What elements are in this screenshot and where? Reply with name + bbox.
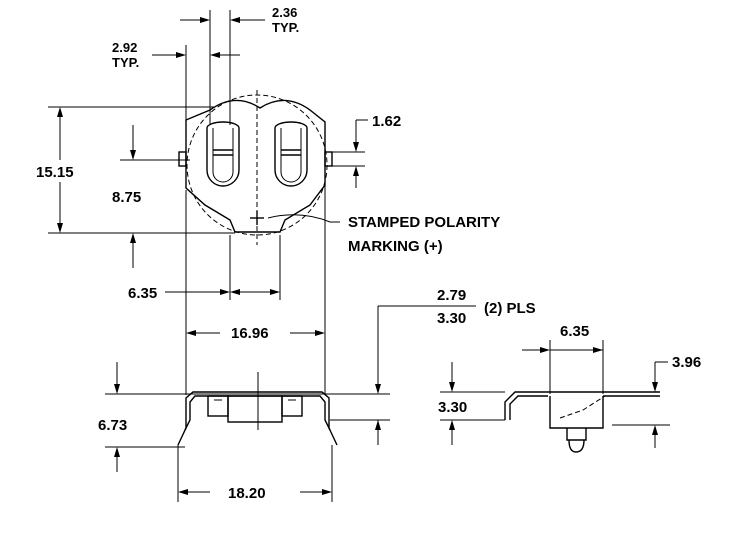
polarity-note-line1: STAMPED POLARITY <box>348 214 500 231</box>
center-body <box>227 395 283 423</box>
arrow-head <box>652 425 658 435</box>
dim-8-75: 8.75 <box>112 125 190 268</box>
side-view-lead <box>504 391 660 420</box>
dim-6-73-label: 6.73 <box>98 417 127 434</box>
side-view <box>504 391 660 453</box>
dim-2pls-label: (2) PLS <box>484 300 536 317</box>
arrow-head <box>375 384 381 394</box>
dim-3-96-label: 3.96 <box>672 354 701 371</box>
arrow-head <box>230 17 240 23</box>
arrow-head <box>315 330 325 336</box>
arrow-head <box>130 233 136 243</box>
dim-2-92-typ: TYP. <box>112 55 139 70</box>
dim-18-20: 18.20 <box>177 445 333 502</box>
arrow-head <box>178 489 188 495</box>
right-contact-slot <box>274 121 308 187</box>
dim-2-92: 2.92 TYP. <box>112 40 240 125</box>
dim-2-36-label: 2.36 <box>272 5 297 20</box>
dim-3-30-side: 3.30 <box>438 362 505 445</box>
front-view-leads <box>177 391 338 446</box>
dim-1-62: 1.62 <box>332 113 401 188</box>
right-contact <box>281 395 303 417</box>
dim-16-96: 16.96 <box>185 168 326 395</box>
left-contact-slot <box>206 121 240 187</box>
arrow-head <box>322 489 332 495</box>
dim-2-92-label: 2.92 <box>112 40 137 55</box>
arrow-head <box>176 52 186 58</box>
left-contact <box>207 395 229 417</box>
arrow-head <box>57 107 63 117</box>
dim-6-35-side: 6.35 <box>522 323 604 394</box>
arrow-head <box>540 347 550 353</box>
arrow-head <box>270 289 280 295</box>
arrow-head <box>449 420 455 430</box>
front-view <box>105 372 390 446</box>
dim-16-96-label: 16.96 <box>231 325 269 342</box>
dim-6-73: 6.73 <box>98 362 185 472</box>
arrow-head <box>220 289 230 295</box>
left-tab <box>178 151 187 167</box>
arrow-head <box>130 150 136 160</box>
side-view-pin-base <box>566 428 587 441</box>
arrow-head <box>353 166 359 176</box>
arrow-head <box>114 447 120 457</box>
dim-6-35-top-label: 6.35 <box>128 285 157 302</box>
arrow-head <box>375 420 381 430</box>
dim-2-36: 2.36 TYP. <box>180 5 299 125</box>
polarity-note: STAMPED POLARITY MARKING (+) <box>330 214 500 255</box>
dim-18-20-label: 18.20 <box>228 485 266 502</box>
arrow-head <box>230 289 240 295</box>
dim-8-75-label: 8.75 <box>112 189 141 206</box>
arrow-head <box>57 223 63 233</box>
arrow-head <box>114 384 120 394</box>
left-contact-inner <box>212 128 234 183</box>
arrow-head <box>186 330 196 336</box>
dim-3-96: 3.96 <box>612 354 701 448</box>
dim-2-79-label: 2.79 <box>437 287 466 304</box>
arrow-head <box>593 347 603 353</box>
dim-3-30-frac-label: 3.30 <box>437 310 466 327</box>
arrow-head <box>200 17 210 23</box>
right-contact-inner <box>280 128 302 183</box>
arrow-head <box>449 382 455 392</box>
arrow-head <box>210 52 220 58</box>
right-tab <box>324 151 333 167</box>
side-view-pin <box>568 439 585 453</box>
side-view-lead-inner <box>509 395 548 420</box>
dim-3-30-side-label: 3.30 <box>438 399 467 416</box>
dim-15-15: 15.15 <box>36 106 235 234</box>
dim-2-79-3-30: 2.79 3.30 (2) PLS <box>330 287 536 445</box>
side-view-body <box>549 396 604 429</box>
arrow-head <box>353 142 359 152</box>
side-view-contact <box>559 395 606 419</box>
polarity-leader <box>267 214 331 223</box>
polarity-note-line2: MARKING (+) <box>348 238 443 255</box>
arrow-head <box>652 382 658 392</box>
dim-1-62-label: 1.62 <box>372 113 401 130</box>
dim-6-35-side-label: 6.35 <box>560 323 589 340</box>
dim-6-35-top: 6.35 <box>128 235 281 302</box>
dim-15-15-label: 15.15 <box>36 164 74 181</box>
dim-2-36-typ: TYP. <box>272 20 299 35</box>
top-view <box>178 90 333 245</box>
